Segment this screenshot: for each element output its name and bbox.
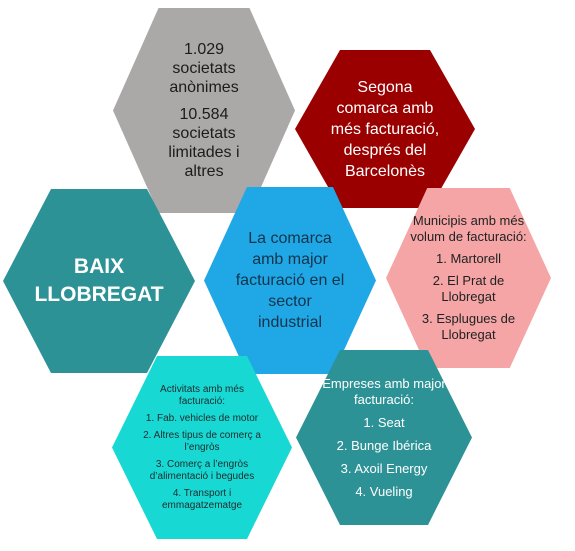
activity-item: 1. Fab. vehicles de motor bbox=[145, 412, 259, 424]
hexagon-activities: Activitats amb més facturació: 1. Fab. v… bbox=[112, 356, 292, 539]
limitades-count: 10.584 bbox=[179, 106, 229, 123]
industrial-sector-text: La comarca amb major facturació en el se… bbox=[235, 230, 345, 331]
company-item: 3. Axoil Energy bbox=[340, 460, 428, 476]
hexagon-ranking: Segona comarca amb més facturació, despr… bbox=[295, 50, 475, 208]
activities-title: Activitats amb més facturació: bbox=[160, 383, 244, 407]
municipality-item: 2. El Prat de Llobregat bbox=[432, 273, 505, 304]
ranking-text: Segona comarca amb més facturació, despr… bbox=[330, 78, 440, 180]
anonimes-count: 1.029 bbox=[183, 41, 225, 58]
municipalities-title: Municipis amb més volum de facturació: bbox=[410, 213, 527, 244]
company-item: 4. Vueling bbox=[355, 483, 413, 499]
limitades-label: societats limitades i altres bbox=[168, 125, 240, 180]
activity-item: 4. Transport i emmagatzematge bbox=[161, 487, 243, 511]
companies-title: Empreses amb major facturació: bbox=[322, 375, 446, 407]
company-item: 2. Bunge Ibérica bbox=[336, 437, 432, 453]
region-name-line2: LLOBREGAT bbox=[34, 283, 164, 306]
hexagon-municipalities: Municipis amb més volum de facturació: 1… bbox=[386, 188, 551, 368]
hexagon-top-companies: Empreses amb major facturació: 1. Seat 2… bbox=[296, 350, 472, 525]
activity-item: 2. Altres tipus de comerç a l’engròs bbox=[143, 429, 261, 453]
region-name-line1: BAIX bbox=[73, 255, 125, 278]
municipality-item: 1. Martorell bbox=[435, 251, 502, 266]
hexagon-region-name: BAIX LLOBREGAT bbox=[3, 189, 195, 373]
company-item: 1. Seat bbox=[363, 414, 405, 430]
hexagon-company-types: 1.029 societats anònimes 10.584 societat… bbox=[113, 8, 295, 213]
anonimes-label: societats anònimes bbox=[169, 60, 239, 96]
activity-item: 3. Comerç a l’engròs d’alimentació i beg… bbox=[149, 458, 255, 482]
municipality-item: 3. Esplugues de Llobregat bbox=[421, 311, 516, 342]
hexagon-industrial-sector: La comarca amb major facturació en el se… bbox=[204, 187, 376, 374]
